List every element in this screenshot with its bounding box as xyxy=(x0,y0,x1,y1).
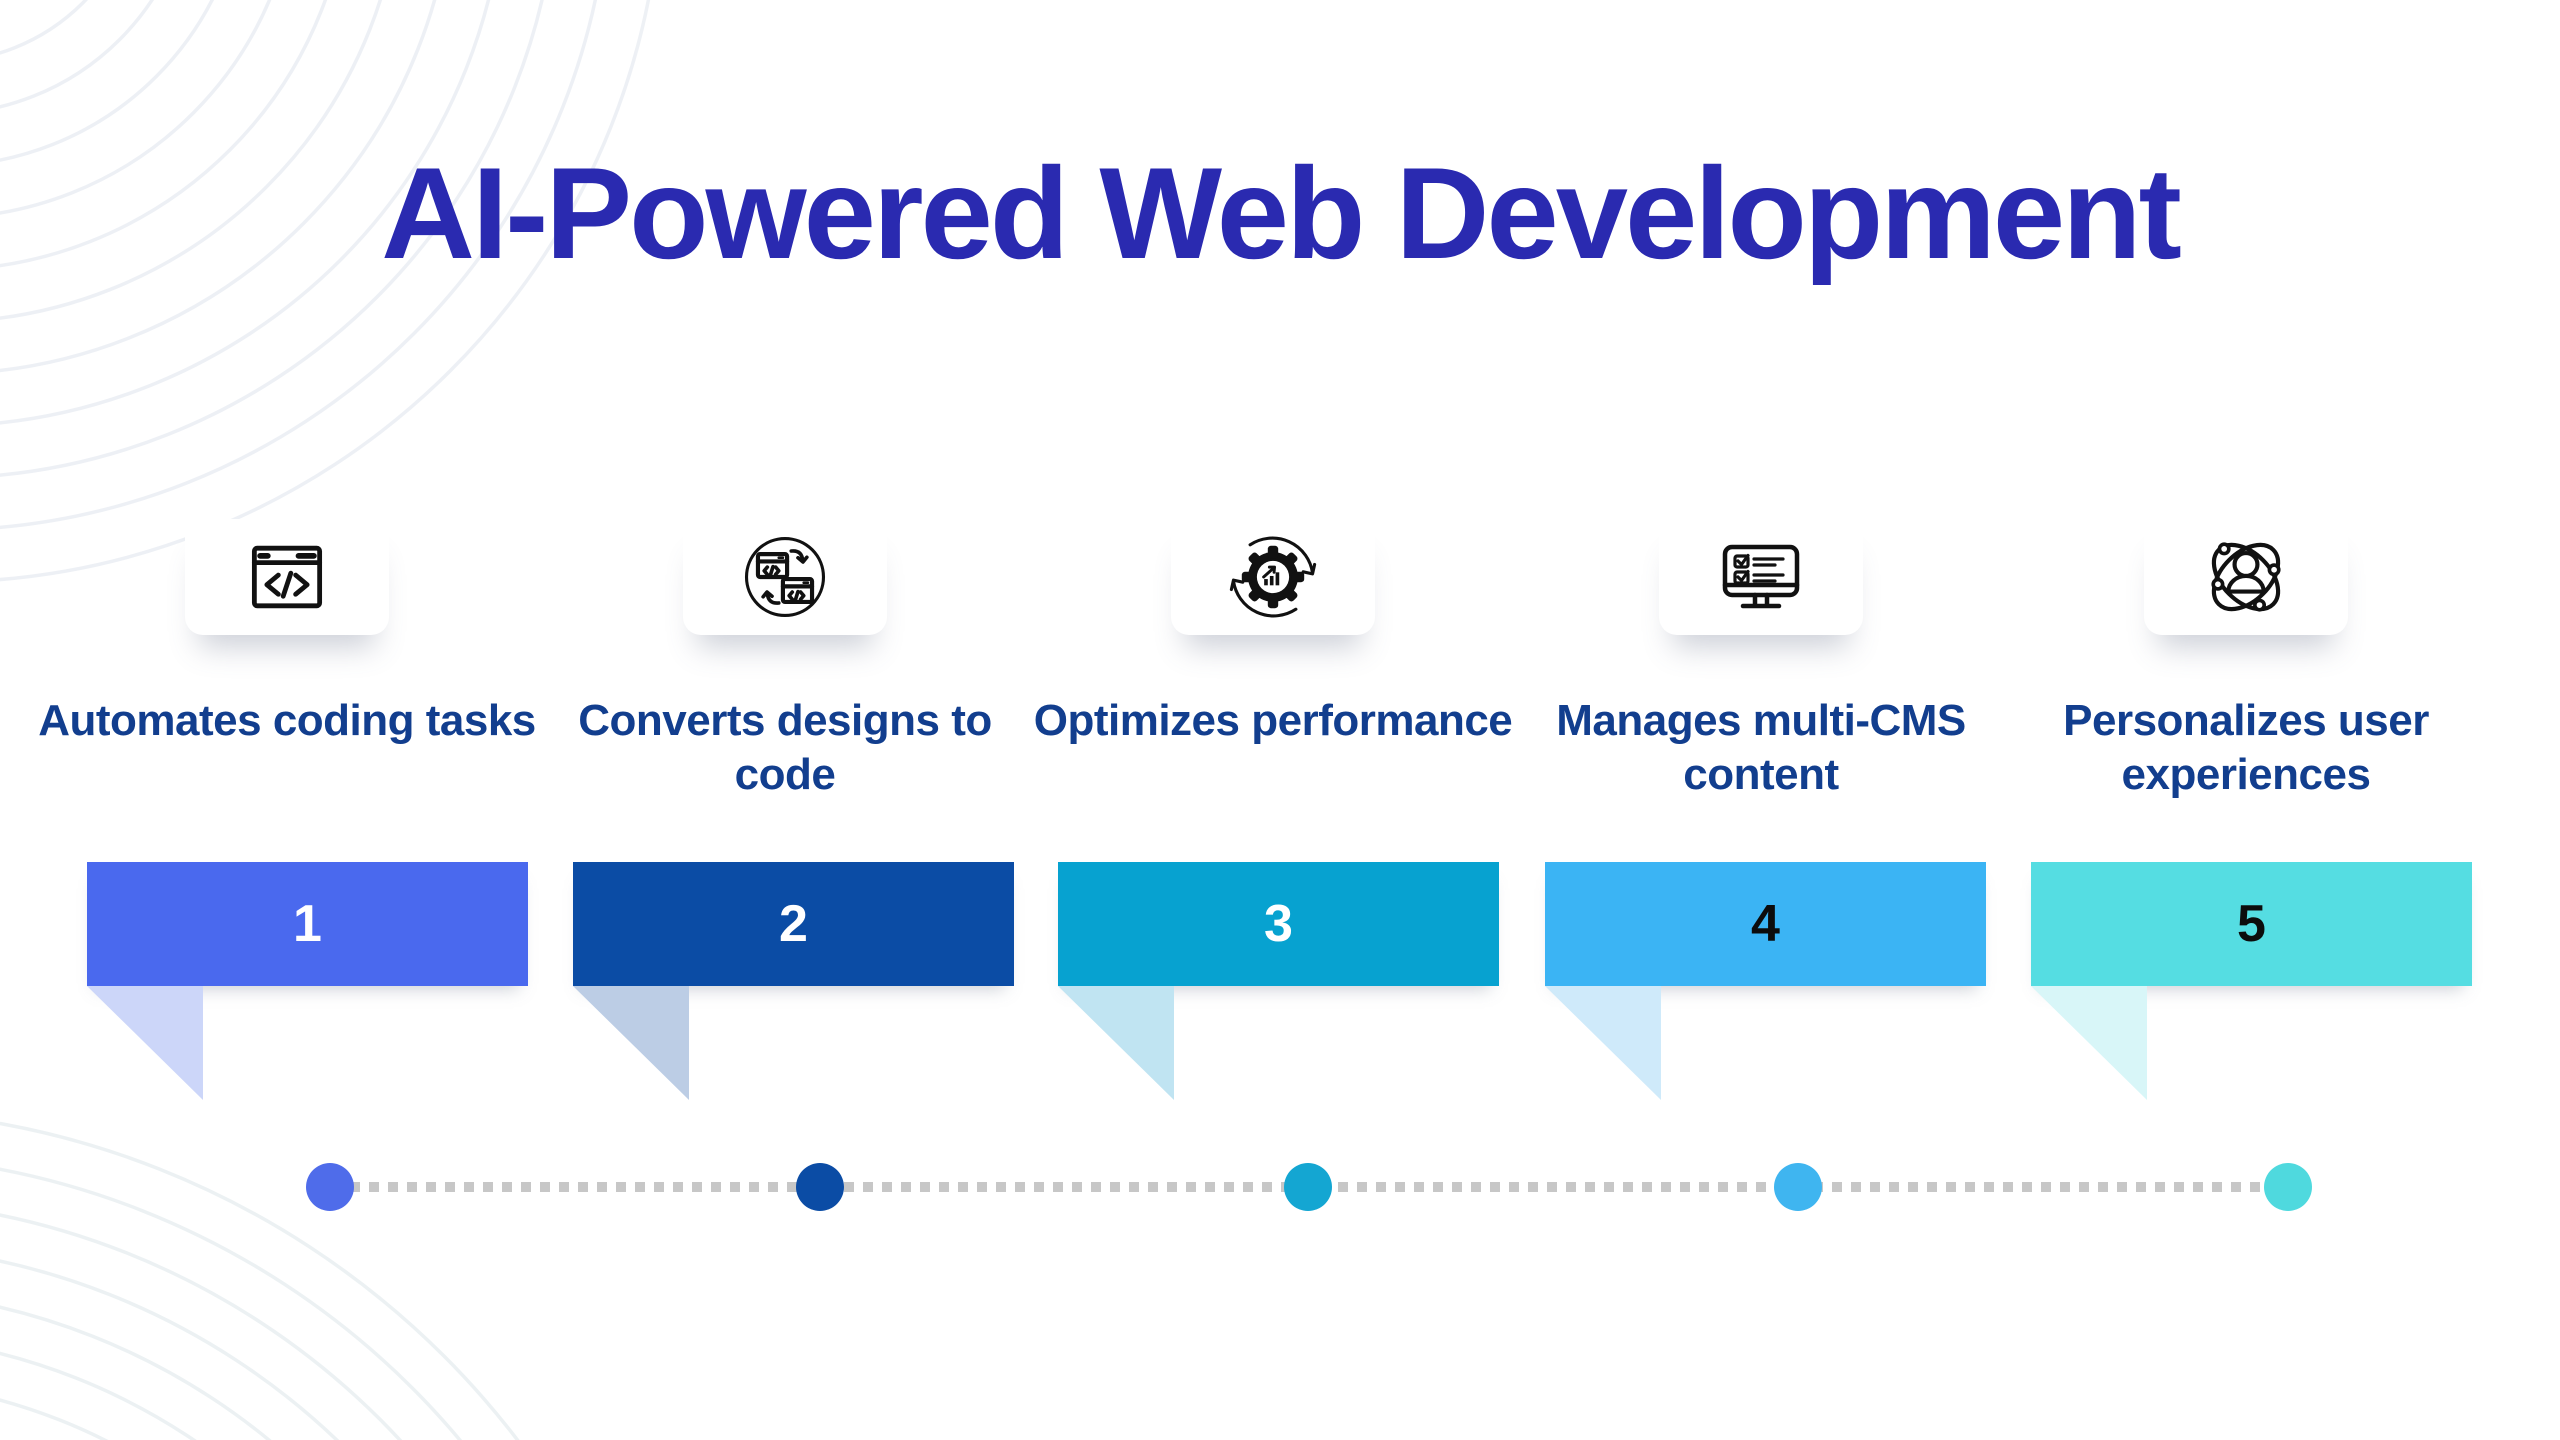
timeline-dot xyxy=(796,1163,844,1211)
step-number: 4 xyxy=(1751,895,1780,953)
timeline-dot xyxy=(306,1163,354,1211)
step-label: Manages multi-CMS content xyxy=(1501,694,2021,802)
step-label-line: Converts designs to xyxy=(578,696,992,745)
step-label: Optimizes performance xyxy=(1013,694,1533,748)
icon-card xyxy=(185,519,389,635)
step-label-line: Manages multi-CMS xyxy=(1556,696,1966,745)
timeline-dot xyxy=(1774,1163,1822,1211)
performance-gear-icon xyxy=(1229,536,1317,618)
design-to-code-icon xyxy=(744,536,826,618)
step-number: 1 xyxy=(293,895,322,953)
step-banner: 2 xyxy=(573,862,1014,986)
step-label-line: experiences xyxy=(2121,750,2371,799)
timeline-dot xyxy=(2264,1163,2312,1211)
step-number: 2 xyxy=(779,895,808,953)
step-banner: 4 xyxy=(1545,862,1986,986)
step-label-line: Automates coding tasks xyxy=(38,696,536,745)
icon-card xyxy=(1659,519,1863,635)
step-number: 5 xyxy=(2237,895,2266,953)
step-banner: 5 xyxy=(2031,862,2472,986)
step-banner: 3 xyxy=(1058,862,1499,986)
step-label: Automates coding tasks xyxy=(27,694,547,748)
code-window-icon xyxy=(251,545,323,609)
icon-card xyxy=(683,519,887,635)
step-label: Converts designs to code xyxy=(525,694,1045,802)
timeline-dot xyxy=(1284,1163,1332,1211)
icon-card xyxy=(1171,519,1375,635)
cms-checklist-monitor-icon xyxy=(1722,544,1800,609)
step-banner: 1 xyxy=(87,862,528,986)
step-label-line: Optimizes performance xyxy=(1033,696,1513,745)
step-number: 3 xyxy=(1264,895,1293,953)
banner-tail xyxy=(573,986,689,1100)
banner-tail xyxy=(1545,986,1661,1100)
icon-card xyxy=(2144,519,2348,635)
banner-tail xyxy=(2031,986,2147,1100)
step-label-line: Personalizes user xyxy=(2063,696,2429,745)
banner-tail xyxy=(1058,986,1174,1100)
step-label-line: content xyxy=(1683,750,1839,799)
page-title: AI-Powered Web Development xyxy=(381,140,2182,286)
step-label: Personalizes user experiences xyxy=(1986,694,2506,802)
banner-tail xyxy=(87,986,203,1100)
step-label-line: code xyxy=(734,750,836,799)
user-network-icon xyxy=(2211,542,2281,612)
